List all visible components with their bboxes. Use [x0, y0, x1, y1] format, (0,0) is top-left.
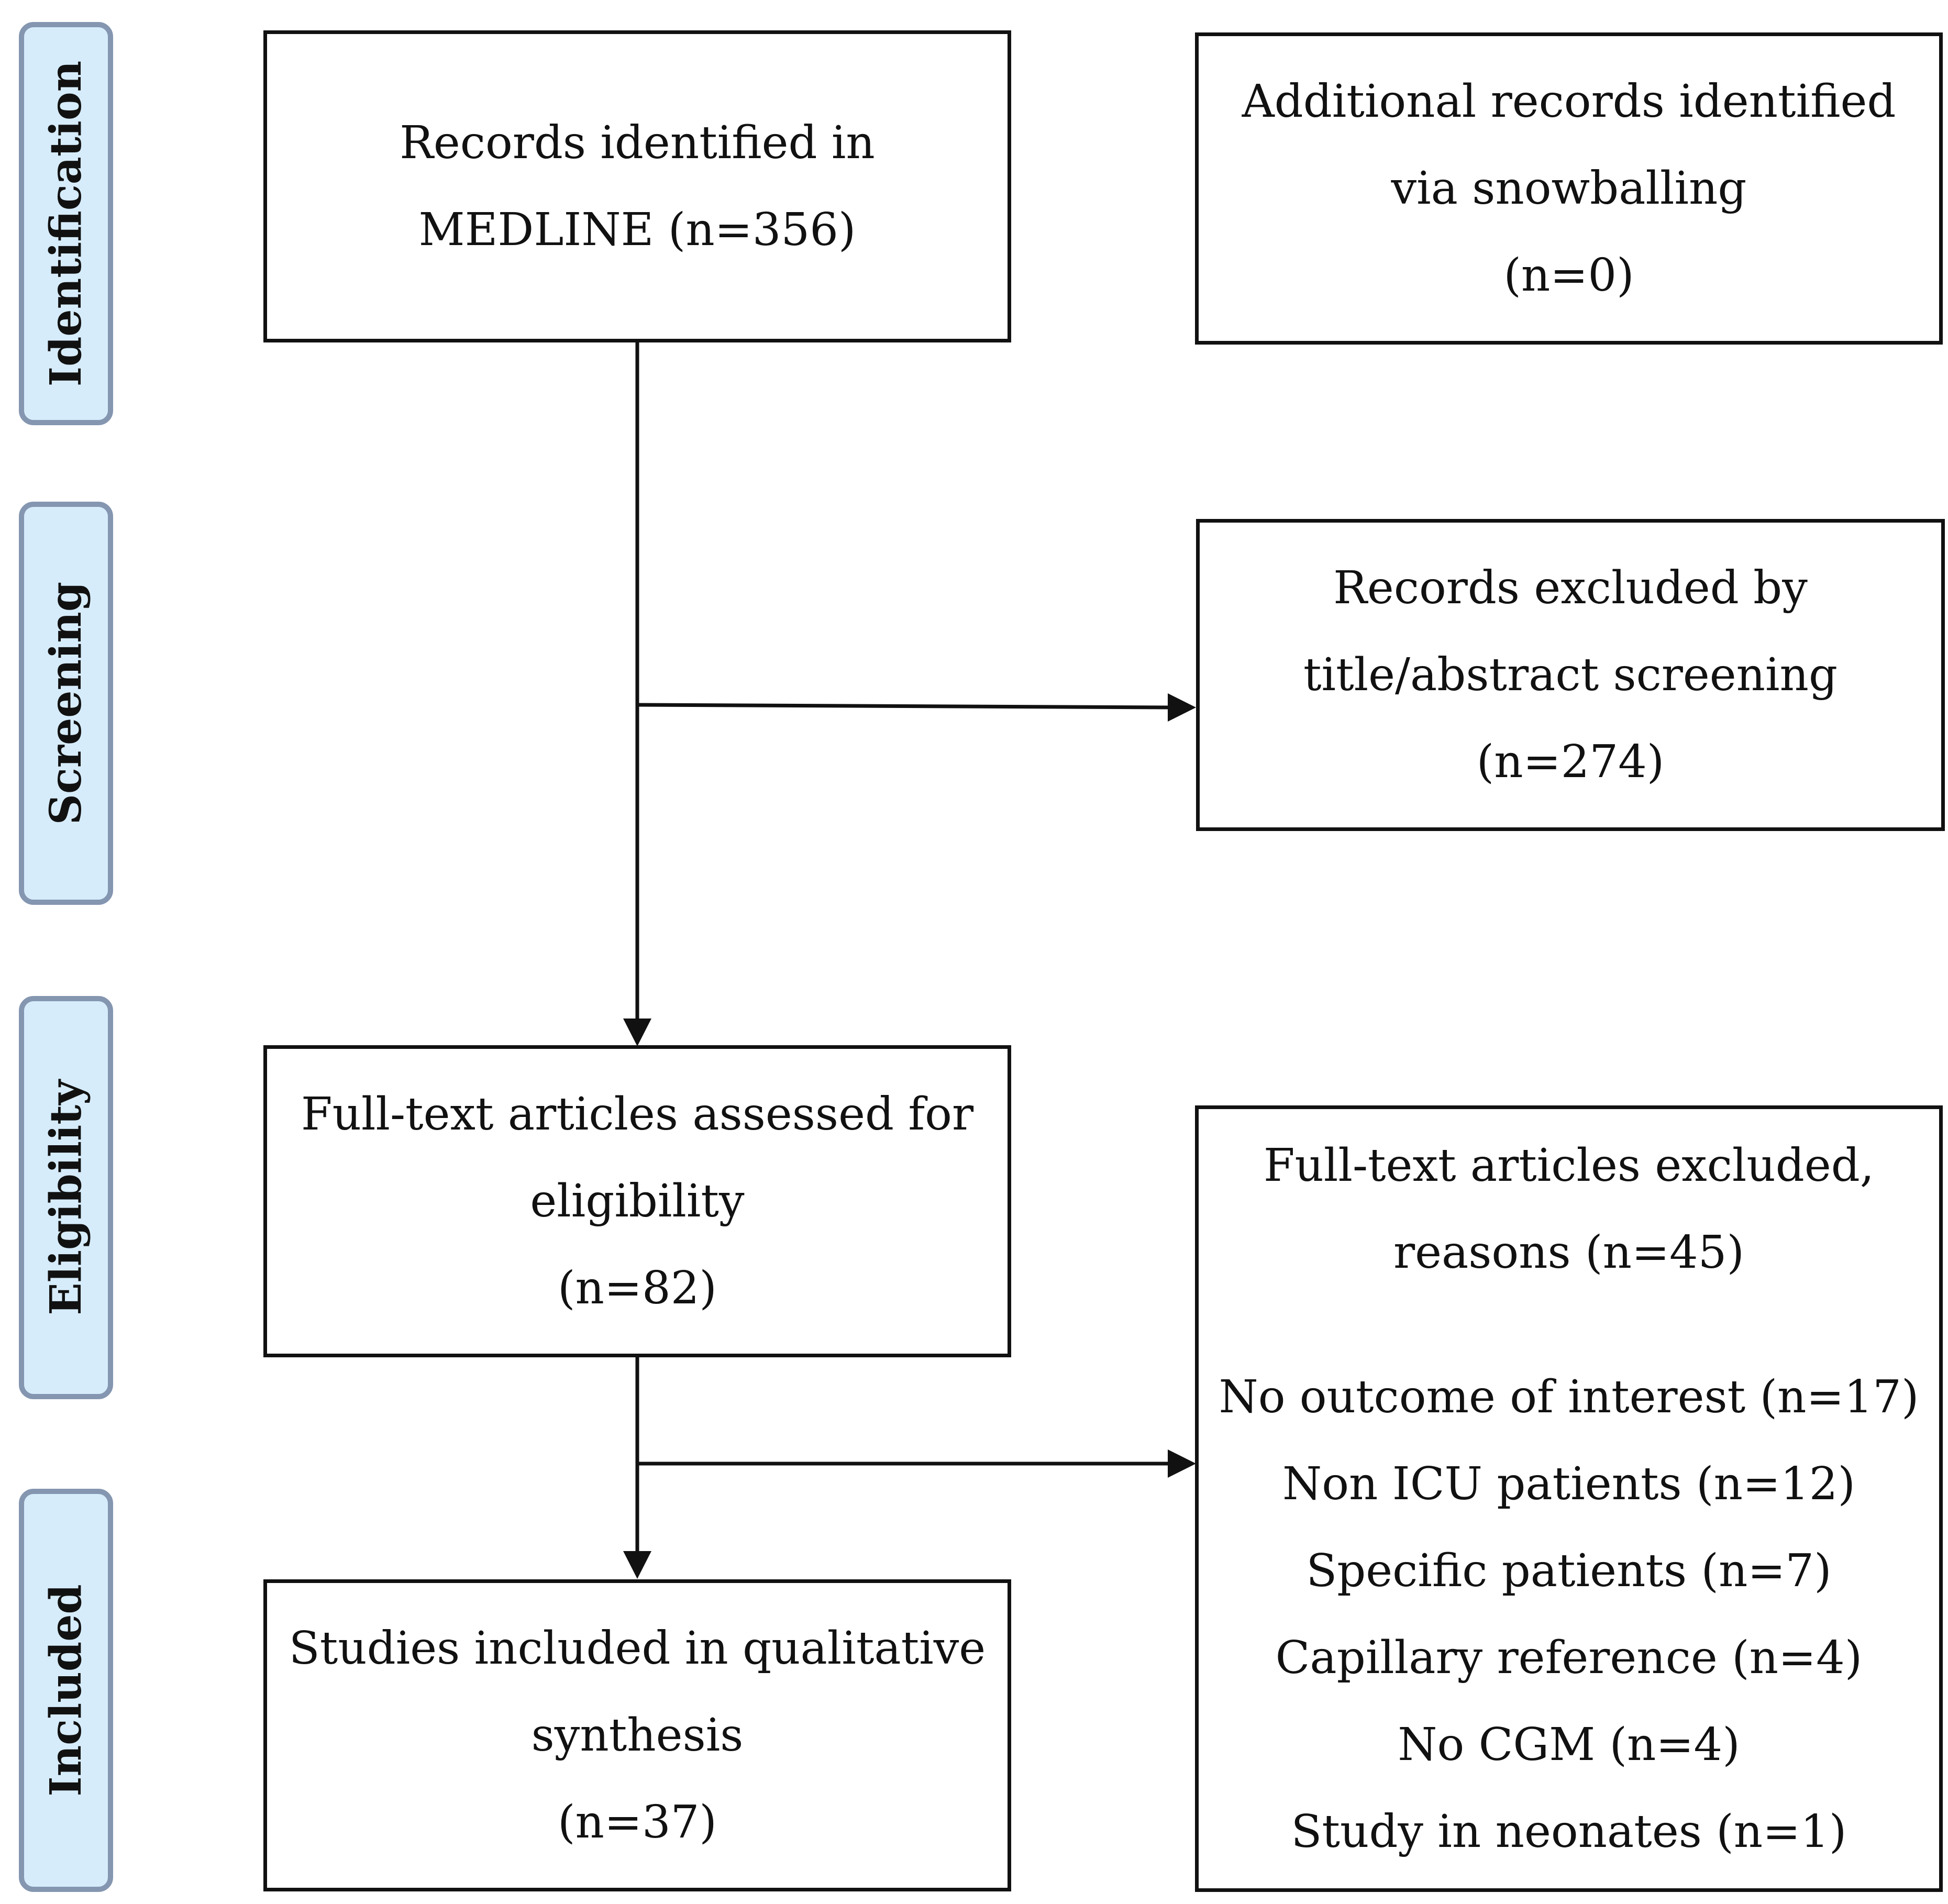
fulltext-assessed-line3: (n=82)	[558, 1262, 717, 1314]
excluded-screening-line2: title/abstract screening	[1303, 649, 1838, 701]
exclusion-reason: Specific patients (n=7)	[1306, 1545, 1832, 1597]
box-studies-included: Studies included in qualitative synthesi…	[263, 1579, 1011, 1891]
arrowhead-fulltext-excluded	[1168, 1449, 1196, 1478]
phase-tab-included: Included	[19, 1489, 113, 1892]
included-line3: (n=37)	[558, 1796, 717, 1848]
fulltext-excluded-line1: Full-text articles excluded,	[1263, 1139, 1875, 1192]
included-line2: synthesis	[531, 1709, 744, 1762]
exclusion-reason: Study in neonates (n=1)	[1291, 1806, 1847, 1858]
exclusion-reason: No outcome of interest (n=17)	[1219, 1371, 1919, 1423]
box-fulltext-assessed: Full-text articles assessed for eligibil…	[263, 1045, 1011, 1357]
exclusion-reason: Capillary reference (n=4)	[1275, 1632, 1863, 1684]
fulltext-assessed-line1: Full-text articles assessed for	[301, 1088, 974, 1141]
arrow-to-excluded-screening	[637, 703, 1172, 710]
excluded-screening-line3: (n=274)	[1476, 736, 1665, 788]
phase-tab-screening: Screening	[19, 502, 113, 905]
phase-tab-eligibility: Eligibility	[19, 996, 113, 1399]
box-records-excluded-screening: Records excluded by title/abstract scree…	[1196, 519, 1945, 831]
fulltext-assessed-line2: eligibility	[530, 1175, 745, 1227]
excluded-screening-line1: Records excluded by	[1333, 562, 1808, 614]
box-fulltext-excluded: Full-text articles excluded, reasons (n=…	[1195, 1105, 1943, 1892]
fulltext-excluded-line2: reasons (n=45)	[1393, 1226, 1745, 1279]
included-line1: Studies included in qualitative	[289, 1622, 986, 1675]
snowballing-line3: (n=0)	[1503, 249, 1634, 302]
box-records-medline: Records identified in MEDLINE (n=356)	[263, 30, 1011, 342]
box-records-snowballing: Additional records identified via snowba…	[1195, 32, 1943, 345]
arrowhead-excluded-screening	[1168, 693, 1196, 722]
snowballing-line2: via snowballing	[1391, 162, 1747, 215]
medline-line1: Records identified in	[400, 117, 875, 169]
arrowhead-included	[623, 1551, 651, 1579]
exclusion-reason: Non ICU patients (n=12)	[1282, 1458, 1856, 1510]
phase-tab-identification: Identification	[19, 22, 113, 425]
medline-line2: MEDLINE (n=356)	[418, 204, 856, 256]
snowballing-line1: Additional records identified	[1242, 75, 1896, 128]
arrowhead-fulltext	[623, 1019, 651, 1046]
exclusion-reason: No CGM (n=4)	[1398, 1719, 1740, 1771]
